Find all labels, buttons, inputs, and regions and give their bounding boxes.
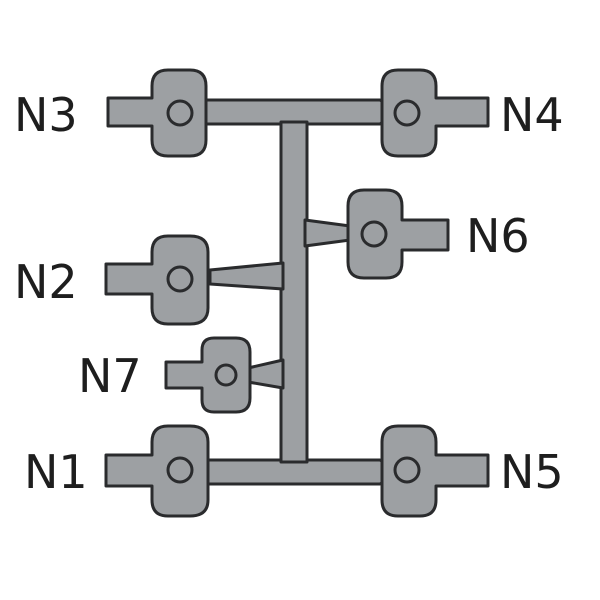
gate-n7: [246, 358, 285, 390]
node-n5: N5: [380, 424, 564, 518]
gate-n6: [303, 218, 352, 248]
part-n5: [380, 424, 490, 518]
node-n2: N2: [14, 234, 210, 326]
hole-n7: [214, 363, 238, 387]
label-n2: N2: [14, 255, 78, 309]
gate-n2: [208, 261, 285, 291]
node-n3: N3: [14, 68, 208, 158]
part-n3: [106, 68, 208, 158]
node-n1: N1: [24, 424, 210, 518]
node-n7: N7: [78, 336, 252, 414]
hole-n4: [393, 99, 421, 127]
label-n5: N5: [500, 445, 564, 499]
part-n6: [346, 188, 450, 280]
part-n4: [380, 68, 490, 158]
label-n1: N1: [24, 445, 88, 499]
label-n7: N7: [78, 349, 142, 403]
hole-n6: [360, 220, 388, 248]
label-n6: N6: [466, 209, 530, 263]
runner-spine: [279, 120, 309, 464]
hole-n1: [166, 456, 194, 484]
sprue-frame: [204, 98, 392, 486]
part-n2: [104, 234, 210, 326]
hole-n2: [166, 265, 194, 293]
label-n4: N4: [500, 88, 564, 142]
label-n3: N3: [14, 88, 78, 142]
node-n6: N6: [346, 188, 530, 280]
part-n7: [164, 336, 252, 414]
runner-bottom: [204, 458, 392, 486]
node-n4: N4: [380, 68, 564, 158]
hole-n5: [393, 456, 421, 484]
part-n1: [104, 424, 210, 518]
hole-n3: [166, 99, 194, 127]
runner-top: [204, 98, 392, 126]
